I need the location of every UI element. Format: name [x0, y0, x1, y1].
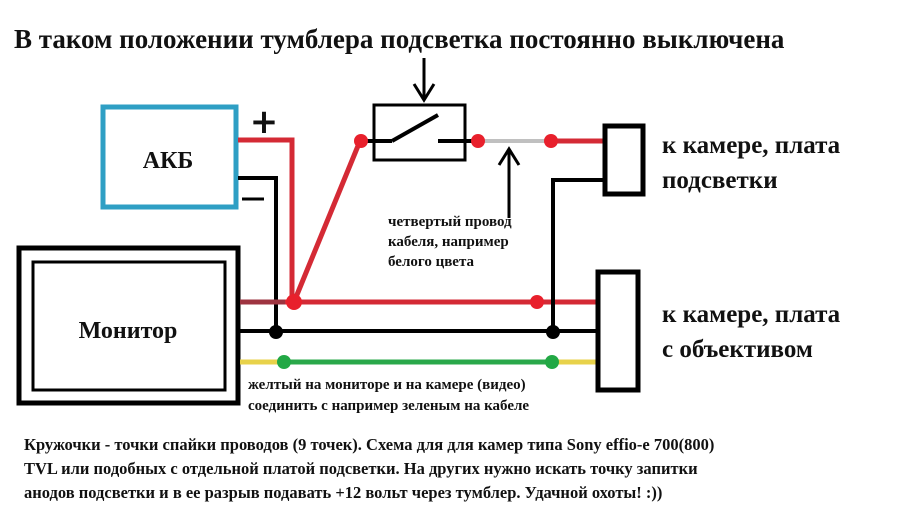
solder-point [471, 134, 485, 148]
white-wire-arrow-icon [497, 146, 521, 218]
positive-wire-to-switch [291, 140, 363, 303]
video-note-line2: соединить с например зеленым на кабеле [248, 398, 529, 414]
lens-board-label-line2: с объективом [662, 336, 813, 363]
backlight-board-label-line2: подсветки [662, 167, 778, 194]
battery-label: АКБ [143, 148, 194, 174]
diagram-title: В таком положении тумблера подсветка пос… [14, 24, 785, 54]
positive-wire-battery [238, 137, 295, 302]
video-note-line1: желтый на мониторе и на камере (видео) [248, 377, 526, 393]
footer-line2: TVL или подобных с отдельной платой подс… [24, 459, 698, 478]
white-wire-note-line2: кабеля, например [388, 234, 509, 250]
monitor-box [16, 245, 241, 406]
lens-board-label-line1: к камере, плата [662, 301, 841, 328]
plus-sign: + [250, 102, 279, 142]
solder-point [354, 134, 368, 148]
footer-line3: анодов подсветки и в ее разрыв подавать … [24, 483, 662, 502]
solder-point [544, 134, 558, 148]
white-wire-note-line1: четвертый провод [388, 214, 512, 230]
white-wire-note-line3: белого цвета [388, 254, 475, 270]
backlight-board-connector [602, 123, 646, 197]
battery-box [100, 104, 239, 210]
negative-wire-battery [238, 176, 278, 332]
solder-point [277, 355, 291, 369]
negative-wire-backlight [551, 178, 604, 331]
footer-line1: Кружочки - точки спайки проводов (9 точе… [24, 435, 714, 454]
switch-arrow-icon [412, 58, 436, 103]
solder-point [286, 294, 302, 310]
monitor-label: Монитор [79, 318, 178, 344]
solder-point [545, 355, 559, 369]
lens-board-connector [595, 269, 641, 393]
solder-point [546, 325, 560, 339]
solder-point [530, 295, 544, 309]
solder-point [269, 325, 283, 339]
toggle-switch-box[interactable] [372, 103, 467, 162]
backlight-board-label-line1: к камере, плата [662, 132, 841, 159]
